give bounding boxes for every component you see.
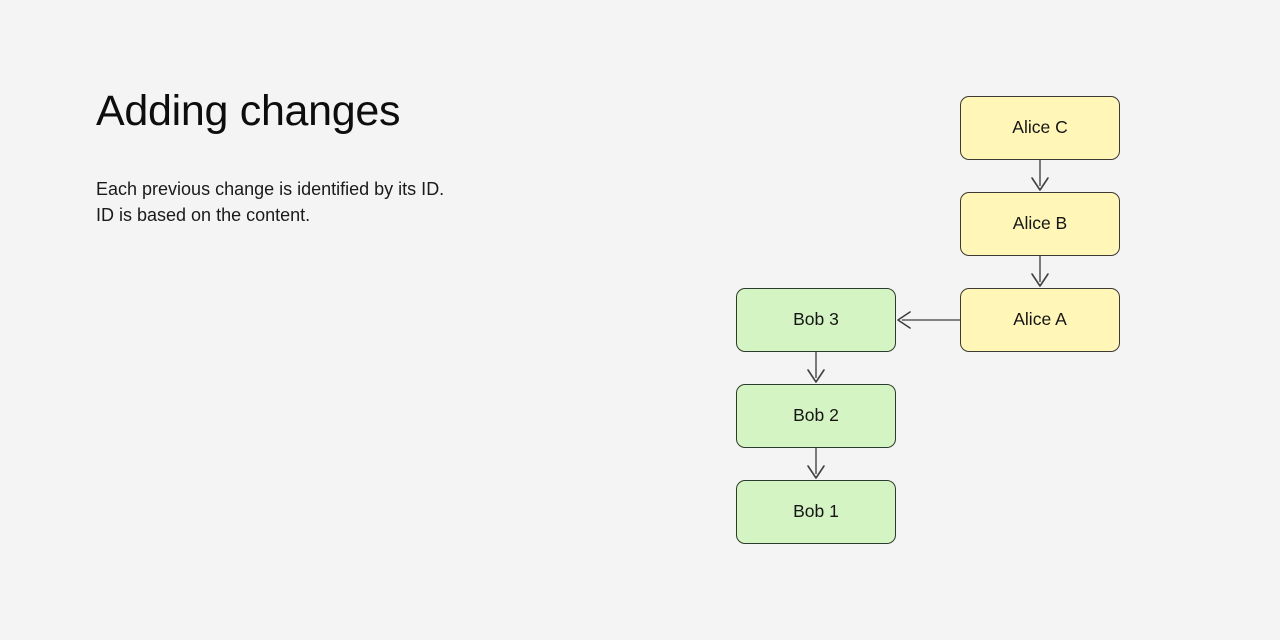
node-label: Bob 1 <box>793 501 839 522</box>
body-line-1: Each previous change is identified by it… <box>96 179 445 199</box>
node-label: Bob 3 <box>793 309 839 330</box>
node-label: Bob 2 <box>793 405 839 426</box>
slide-body-text: Each previous change is identified by it… <box>96 138 656 228</box>
edge-alice-a-to-bob-3 <box>897 311 960 329</box>
edge-alice-c-to-alice-b <box>1031 160 1049 191</box>
node-bob-2[interactable]: Bob 2 <box>736 384 896 448</box>
node-bob-3[interactable]: Bob 3 <box>736 288 896 352</box>
edge-alice-b-to-alice-a <box>1031 256 1049 287</box>
page-title: Adding changes <box>96 87 401 135</box>
node-label: Alice C <box>1012 117 1068 138</box>
edge-bob-3-to-bob-2 <box>807 352 825 383</box>
node-label: Alice B <box>1012 213 1068 234</box>
node-bob-1[interactable]: Bob 1 <box>736 480 896 544</box>
node-label: Alice A <box>1013 309 1067 330</box>
edge-bob-2-to-bob-1 <box>807 448 825 479</box>
node-alice-a[interactable]: Alice A <box>960 288 1120 352</box>
node-alice-b[interactable]: Alice B <box>960 192 1120 256</box>
text-column: Adding changes Each previous change is i… <box>96 84 656 228</box>
body-line-2: ID is based on the content. <box>96 205 311 225</box>
node-alice-c[interactable]: Alice C <box>960 96 1120 160</box>
